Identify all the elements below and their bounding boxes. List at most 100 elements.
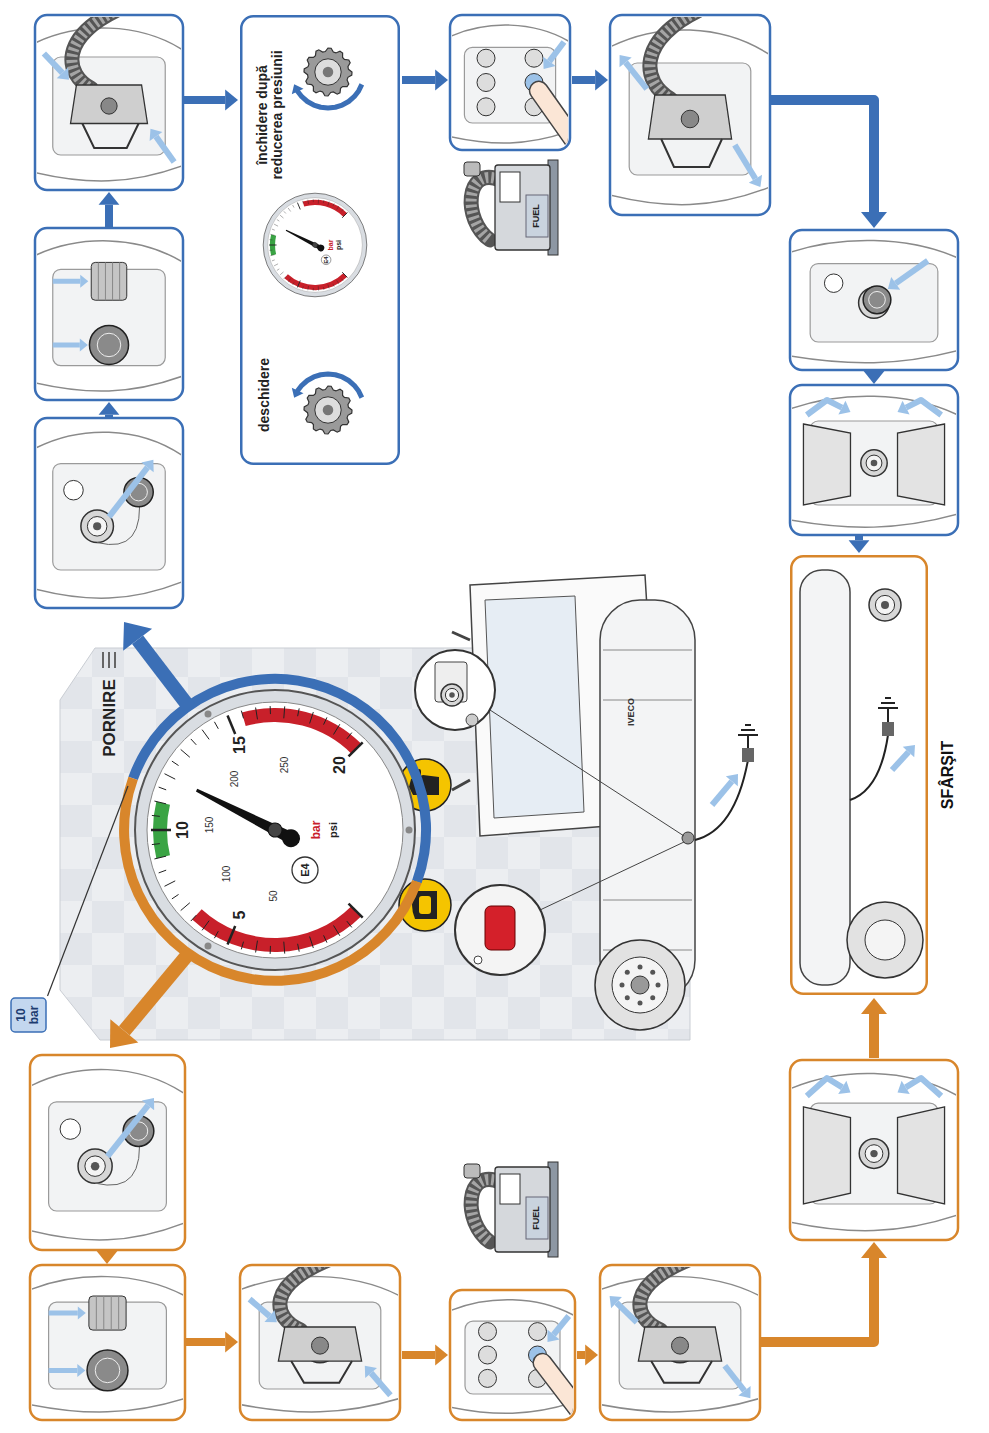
- motion-arrow-shaft: [906, 1078, 941, 1096]
- gauge-tick: [333, 284, 334, 287]
- gauge-tick: [228, 926, 236, 944]
- nozzle-rib: [111, 1296, 112, 1330]
- step-picture: [37, 241, 181, 391]
- gauge-scale-number: 100: [220, 866, 231, 883]
- gauge-scale-number: 250: [278, 756, 289, 773]
- gauge-tick: [172, 894, 179, 898]
- gauge-face: [147, 702, 403, 958]
- gauge-tick: [297, 281, 300, 288]
- motion-arrow-head: [610, 1296, 622, 1308]
- gauge-tick: [214, 931, 218, 938]
- vehicle-edge: [792, 1073, 956, 1096]
- tank-strap: [603, 700, 692, 701]
- gauge-band: [242, 708, 361, 754]
- vehicle-edge: [32, 1277, 183, 1296]
- pump-label: FUEL: [532, 204, 542, 228]
- motion-arrow-head: [749, 175, 762, 187]
- tank-strap: [603, 900, 692, 901]
- motion-arrow-head: [78, 1307, 86, 1320]
- gauge-tick: [297, 203, 300, 210]
- flow-arrow-shaft: [184, 96, 225, 104]
- label-wrap: 50: [268, 890, 279, 901]
- gauge-tick: [274, 264, 278, 266]
- magnifier: [415, 650, 495, 730]
- gauge-tick: [288, 279, 291, 283]
- motion-arrow-shaft: [549, 42, 564, 61]
- gauge-tick: [310, 712, 314, 723]
- motion-arrow-head: [726, 774, 738, 786]
- motion-arrow-head: [620, 55, 632, 67]
- gauge-tick: [333, 203, 334, 206]
- approval-mark: E4: [299, 863, 311, 876]
- step-picture: [452, 1300, 573, 1414]
- fuel-dispenser: [464, 1162, 558, 1257]
- gauge-tick: [293, 205, 294, 208]
- receptacle-core: [91, 1162, 100, 1171]
- hose-rib: [280, 1267, 336, 1330]
- step-panel: [35, 228, 183, 400]
- gauge-scale-number: 10: [174, 821, 192, 839]
- gauge-tick: [318, 286, 319, 290]
- gauge-screw: [406, 827, 413, 834]
- gauge-tick: [302, 201, 304, 204]
- nozzle-body: [648, 95, 731, 139]
- gauge-tick: [324, 717, 327, 724]
- motion-arrow-shaft: [616, 1303, 636, 1323]
- flow-arrow-head: [585, 1345, 598, 1366]
- pressure-gauge: [135, 690, 415, 970]
- gauge-tick: [337, 206, 339, 210]
- dispenser-display: [500, 1174, 520, 1204]
- text-wrap: 10 bar: [15, 1003, 41, 1027]
- flow-arrow-head: [99, 402, 120, 415]
- nozzle-lever: [82, 124, 138, 149]
- gauge-tick: [270, 706, 271, 714]
- gauge-needle: [284, 227, 325, 252]
- route-ring: [119, 674, 431, 986]
- vehicle-edge: [37, 581, 181, 598]
- receptacle-inner: [85, 1156, 105, 1176]
- wheel-bolt: [650, 970, 655, 975]
- control-button: [477, 49, 495, 67]
- label-wrap: 20: [331, 756, 349, 774]
- flow-arrow-shaft: [869, 1014, 879, 1058]
- receptacle: [861, 450, 887, 476]
- dispenser-nozzle: [464, 1164, 480, 1178]
- gauge-tick: [165, 774, 176, 779]
- unit-label: bar: [327, 240, 335, 251]
- gauge-tick: [202, 730, 209, 740]
- gauge-tick: [337, 280, 339, 284]
- gauge-tick: [191, 915, 196, 921]
- gauge-rim: [263, 193, 367, 297]
- gauge-tick: [334, 925, 340, 935]
- flow-arrow-shaft: [855, 536, 863, 540]
- windshield: [485, 596, 584, 818]
- ground-cable: [695, 760, 748, 840]
- flow-arrow-head: [225, 1332, 238, 1353]
- gauge-tick: [324, 935, 327, 942]
- fuel-dispenser: [464, 160, 558, 255]
- step-panel: [790, 385, 958, 535]
- gauge-tick: [328, 201, 329, 205]
- gauge-tick: [154, 801, 166, 804]
- motion-arrow-head: [738, 1386, 750, 1398]
- wheel-bolt: [625, 995, 630, 1000]
- gauge-scale-number: 200: [228, 770, 239, 787]
- motion-arrow-shaft: [371, 1373, 390, 1395]
- panel-door: [803, 424, 850, 505]
- nozzle-tip: [89, 1296, 126, 1330]
- motion-arrow-head: [57, 67, 69, 79]
- gauge-scale-number: 15: [231, 736, 249, 754]
- nozzle-body: [278, 1327, 361, 1361]
- gauge-tick: [342, 272, 347, 277]
- motion-arrow-shaft: [108, 1105, 149, 1156]
- vehicle-edge: [32, 1070, 183, 1094]
- gauge-tick: [277, 220, 279, 222]
- gauge-tick: [323, 287, 325, 290]
- wheel: [595, 940, 685, 1030]
- pressure-gauge: [263, 193, 367, 297]
- gauge-tick: [269, 250, 272, 251]
- gauge-face: [268, 198, 363, 293]
- receptacle-core: [93, 522, 101, 530]
- pump-label: FUEL: [532, 1206, 542, 1230]
- receptacle: [441, 684, 463, 706]
